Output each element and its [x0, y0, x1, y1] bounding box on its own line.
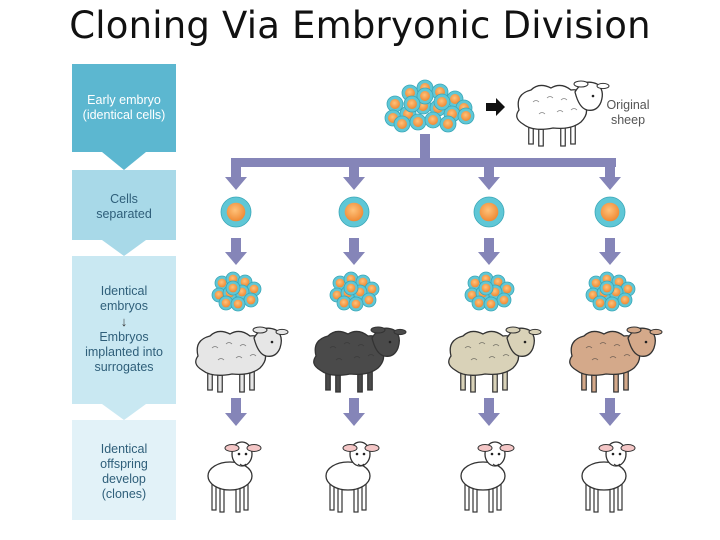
stage-cells-separated: Cells separated: [72, 174, 176, 240]
embryo-cell: [592, 295, 608, 311]
clone-lamb-3: [460, 441, 515, 513]
stage-identical-embryos-line1: Identical: [100, 283, 148, 298]
original-sheep-label: Original sheep: [600, 98, 656, 128]
stage-offspring: Identical offspring develop (clones): [72, 432, 176, 512]
embryo-cell: [483, 296, 499, 312]
separated-cell-1: [220, 196, 252, 228]
embryo-cell: [218, 295, 234, 311]
embryo-cell: [446, 90, 464, 108]
embryo-cell: [471, 295, 487, 311]
flow-arrow-to-cell-1: [225, 164, 247, 190]
embryo-cell: [409, 113, 427, 131]
embryo-cell: [416, 87, 434, 105]
separated-cell-2: [338, 196, 370, 228]
surrogate-sheep-2: [313, 326, 407, 393]
sheep-illustrations: [195, 80, 663, 513]
stage-early-embryo: Early embryo (identical cells): [72, 64, 176, 152]
stage-column: [72, 64, 176, 520]
embryo-cell: [348, 296, 364, 312]
embryo-cell: [457, 107, 475, 125]
embryo-cell: [424, 111, 442, 129]
flow-arrow-to-cell-4: [599, 164, 621, 190]
stage-identical-embryos-line2: embryos: [100, 298, 148, 313]
flow-arrow-to-offspring-4: [599, 398, 621, 426]
embryo-cell: [599, 280, 615, 296]
embryo-cell: [431, 83, 449, 101]
stage-implanted-line2: implanted into: [85, 344, 163, 359]
flow-arrow-to-offspring-3: [478, 398, 500, 426]
original-sheep-label-line2: sheep: [610, 113, 646, 127]
embryo-cell: [496, 292, 512, 308]
stage-offspring-line2: offspring: [100, 457, 148, 471]
embryo-cell: [617, 292, 633, 308]
stage-implanted-line3: surrogates: [94, 359, 154, 374]
embryo-cell: [604, 296, 620, 312]
clone-lamb-4: [581, 441, 636, 513]
stage-arrow-cells-separated: [72, 170, 176, 256]
embryo-cell: [336, 295, 352, 311]
single-cells: [220, 196, 626, 228]
page-title: Cloning Via Embryonic Division: [69, 4, 651, 47]
clone-lamb-2: [325, 441, 380, 513]
embryo-clusters: [211, 79, 636, 312]
flow-arrow-to-embryo-4: [599, 238, 621, 265]
stage-early-embryo-line2: (identical cells): [82, 108, 166, 122]
stage-offspring-line3: develop: [102, 472, 146, 486]
original-sheep: [516, 80, 610, 147]
embryo-cluster-2: [329, 271, 380, 312]
stage-box-offspring: [72, 420, 176, 520]
separated-cell-4: [594, 196, 626, 228]
flow-arrow-to-embryo-2: [343, 238, 365, 265]
stage-cells-separated-line1: Cells: [110, 192, 138, 206]
stage-arrow-implanted: [72, 256, 176, 420]
embryo-cell: [393, 115, 411, 133]
embryo-cell: [620, 281, 636, 297]
embryo-cell: [433, 93, 451, 111]
flow-arrows: [225, 164, 621, 426]
stage-offspring-line1: Identical: [100, 442, 148, 456]
arrow-to-original-sheep: [486, 98, 505, 116]
stage-embryos-implanted: Identical embryos ↓ Embryos implanted in…: [72, 270, 176, 388]
embryo-cluster-1: [211, 271, 262, 312]
flow-arrow-to-cell-3: [478, 164, 500, 190]
flow-arrow-to-offspring-2: [343, 398, 365, 426]
embryo-cluster-4: [585, 271, 636, 312]
embryo-cell: [386, 95, 404, 113]
flow-connectors: [231, 134, 616, 167]
embryo-cell: [225, 280, 241, 296]
embryo-cell: [478, 280, 494, 296]
surrogate-sheep-1: [195, 326, 289, 393]
stage-offspring-line4: (clones): [101, 487, 147, 501]
separated-cell-3: [473, 196, 505, 228]
surrogate-sheep-3: [448, 326, 542, 393]
down-arrow-icon: ↓: [120, 313, 128, 329]
clone-lamb-1: [207, 441, 262, 513]
original-sheep-label-line1: Original: [606, 98, 650, 112]
embryo-cell: [403, 95, 421, 113]
embryo-cell: [361, 292, 377, 308]
embryo-cell: [439, 115, 457, 133]
embryo-cluster-3: [464, 271, 515, 312]
embryo-cell: [230, 296, 246, 312]
stage-cells-separated-line2: separated: [96, 207, 152, 221]
surrogate-sheep-4: [569, 326, 663, 393]
flow-arrow-to-embryo-3: [478, 238, 500, 265]
flow-arrow-to-embryo-1: [225, 238, 247, 265]
stage-implanted-line1: Embryos: [99, 329, 149, 344]
stage-early-embryo-line1: Early embryo: [87, 93, 161, 107]
embryo-cell: [243, 292, 259, 308]
stage-arrow-early-embryo: [72, 64, 176, 170]
early-embryo-cluster: [384, 79, 475, 133]
flow-arrow-to-cell-2: [343, 164, 365, 190]
flow-arrow-to-offspring-1: [225, 398, 247, 426]
embryo-cell: [343, 280, 359, 296]
